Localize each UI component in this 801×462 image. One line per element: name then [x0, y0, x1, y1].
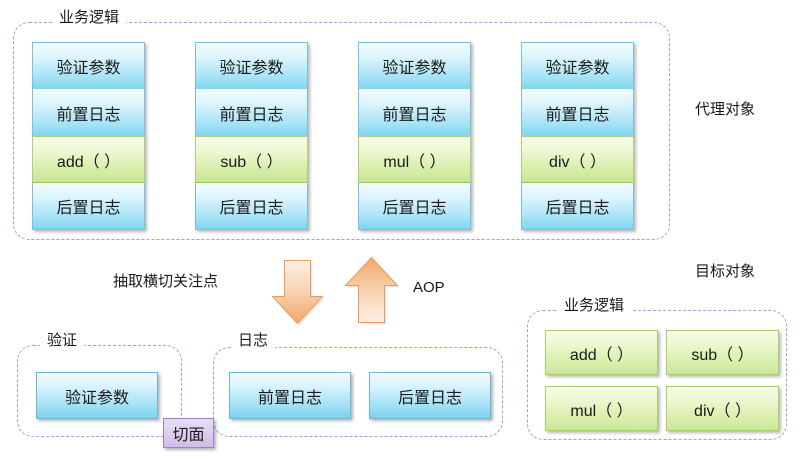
proxy-column-add: 验证参数 前置日志 add（ ） 后置日志 — [32, 42, 145, 230]
target-group-label: 业务逻辑 — [557, 297, 632, 315]
proxy-cell-before-log: 前置日志 — [521, 89, 634, 136]
proxy-column-sub: 验证参数 前置日志 sub（ ） 后置日志 — [195, 42, 308, 230]
proxy-cell-validate: 验证参数 — [521, 42, 634, 89]
proxy-cell-after-log: 后置日志 — [195, 183, 308, 230]
proxy-object-side-label: 代理对象 — [695, 101, 756, 118]
proxy-cell-before-log: 前置日志 — [195, 89, 308, 136]
proxy-column-div: 验证参数 前置日志 div（ ） 后置日志 — [521, 42, 634, 230]
validation-group-label: 验证 — [40, 332, 85, 350]
proxy-cell-validate: 验证参数 — [195, 42, 308, 89]
proxy-cell-validate: 验证参数 — [358, 42, 471, 89]
target-method-sub: sub（ ） — [666, 330, 779, 375]
proxy-column-mul: 验证参数 前置日志 mul（ ） 后置日志 — [358, 42, 471, 230]
aspect-chip-before-log: 前置日志 — [229, 372, 351, 419]
proxy-cell-method: div（ ） — [521, 136, 634, 183]
proxy-cell-method: sub（ ） — [195, 136, 308, 183]
log-group-label: 日志 — [231, 332, 276, 350]
aspect-badge: 切面 — [163, 418, 214, 448]
log-group — [213, 347, 503, 437]
proxy-cell-after-log: 后置日志 — [358, 183, 471, 230]
aspect-chip-after-log: 后置日志 — [369, 372, 491, 419]
aspect-chip-validate-params: 验证参数 — [36, 372, 158, 419]
aop-label: AOP — [413, 279, 445, 296]
proxy-cell-method: mul（ ） — [358, 136, 471, 183]
up-arrow-icon — [344, 256, 400, 325]
proxy-group-label: 业务逻辑 — [52, 9, 127, 27]
proxy-cell-before-log: 前置日志 — [32, 89, 145, 136]
proxy-object-group — [13, 22, 670, 240]
target-method-mul: mul（ ） — [545, 386, 658, 431]
down-arrow-icon — [271, 260, 325, 326]
validation-group — [17, 345, 182, 437]
proxy-cell-after-log: 后置日志 — [32, 183, 145, 230]
proxy-cell-before-log: 前置日志 — [358, 89, 471, 136]
proxy-cell-validate: 验证参数 — [32, 42, 145, 89]
target-method-add: add（ ） — [545, 330, 658, 375]
proxy-cell-after-log: 后置日志 — [521, 183, 634, 230]
target-object-group — [527, 310, 787, 440]
extract-crosscutting-label: 抽取横切关注点 — [113, 273, 219, 290]
target-method-div: div（ ） — [666, 386, 779, 431]
proxy-cell-method: add（ ） — [32, 136, 145, 183]
target-object-side-label: 目标对象 — [695, 263, 756, 280]
